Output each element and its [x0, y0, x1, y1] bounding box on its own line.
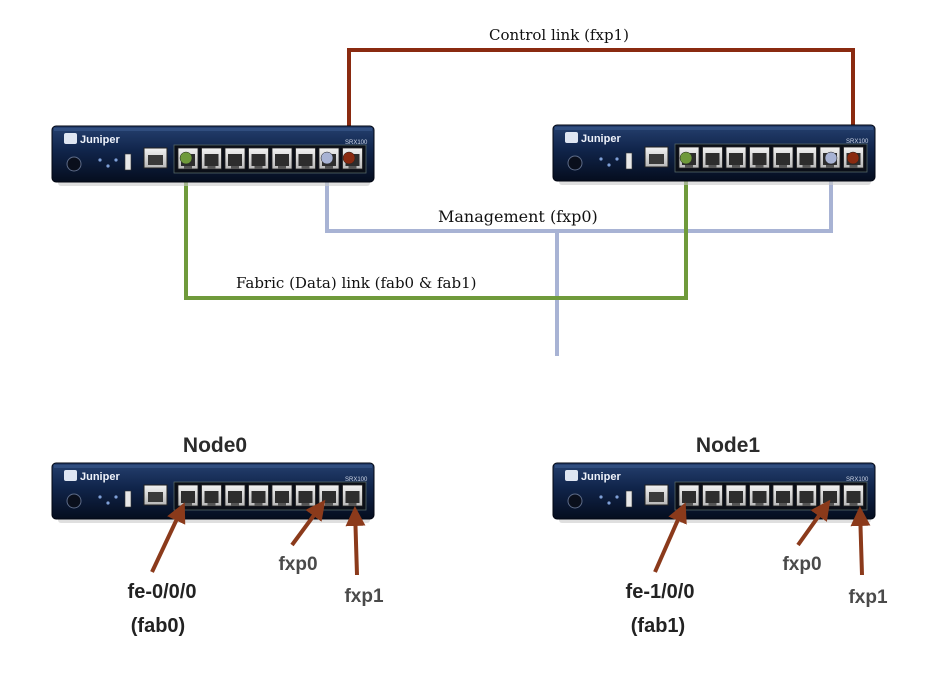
node0-fabric-port-dot — [179, 151, 193, 165]
node0-control-port-dot — [342, 151, 356, 165]
ethernet-port-icon — [271, 147, 293, 170]
fabric-link-line — [184, 158, 688, 300]
status-led-icon — [114, 495, 118, 499]
ethernet-port-icon — [271, 484, 293, 507]
ethernet-port-icon — [796, 484, 817, 507]
power-button-icon — [66, 156, 82, 172]
node1-management-port-dot — [824, 151, 838, 165]
ethernet-port-icon — [819, 484, 841, 507]
ethernet-port-icon — [177, 484, 199, 507]
node1-fxp1-label: fxp1 — [848, 587, 888, 608]
node1-control-port-dot — [846, 151, 860, 165]
node0-fxp1-arrow — [345, 506, 366, 576]
node1-title: Node1 — [696, 434, 761, 457]
usb-port-icon — [124, 490, 132, 508]
node1-fabric-port-dot — [679, 151, 693, 165]
status-led-icon — [106, 164, 110, 168]
juniper-logo: Juniper — [565, 470, 621, 483]
juniper-logo: Juniper — [64, 133, 120, 146]
svg-text:Juniper: Juniper — [80, 134, 120, 146]
ethernet-port-icon — [796, 146, 817, 169]
model-label: SRX100 — [846, 477, 869, 483]
node0-fab-arrow — [150, 502, 186, 573]
power-button-icon — [567, 493, 583, 509]
management-link-label: Management (fxp0) — [438, 207, 598, 226]
usb-port-icon — [124, 153, 132, 171]
power-button-icon — [66, 493, 82, 509]
ethernet-port-icon — [201, 484, 222, 507]
svg-text:Juniper: Juniper — [581, 133, 621, 145]
node1-fab-arrow — [653, 502, 687, 573]
usb-port-icon — [625, 490, 633, 508]
status-led-icon — [599, 157, 603, 161]
control-link-label: Control link (fxp1) — [489, 26, 629, 44]
ethernet-port-icon — [772, 484, 794, 507]
ethernet-port-icon — [248, 484, 269, 507]
ethernet-port-icon — [772, 146, 794, 169]
ethernet-port-icon — [725, 146, 747, 169]
ethernet-port-icon — [702, 484, 723, 507]
management-link — [325, 158, 833, 356]
ethernet-port-icon — [224, 147, 246, 170]
ethernet-port-icon — [843, 484, 864, 507]
status-led-icon — [114, 158, 118, 162]
ethernet-port-icon — [678, 484, 700, 507]
ethernet-port-icon — [702, 146, 723, 169]
node0-fxp0-arrow — [290, 499, 326, 547]
node0-fxp0-label: fxp0 — [278, 554, 317, 575]
status-led-icon — [615, 157, 619, 161]
status-led-icon — [98, 495, 102, 499]
juniper-logo: Juniper — [64, 470, 120, 483]
status-led-icon — [599, 495, 603, 499]
status-led-icon — [615, 495, 619, 499]
ethernet-port-icon — [295, 484, 316, 507]
ethernet-port-icon — [342, 484, 363, 507]
svg-text:Juniper: Juniper — [80, 471, 120, 483]
status-led-icon — [98, 158, 102, 162]
model-label: SRX100 — [345, 477, 368, 483]
ethernet-port-icon — [224, 484, 246, 507]
node1-fxp1-arrow — [850, 506, 871, 576]
ethernet-port-icon — [749, 146, 770, 169]
power-button-icon — [567, 155, 583, 171]
model-label: SRX100 — [345, 140, 368, 146]
ethernet-port-icon — [248, 147, 269, 170]
usb-port-icon — [625, 152, 633, 170]
fabric-link-label: Fabric (Data) link (fab0 & fab1) — [236, 274, 476, 292]
node0-fab-port-label: fe-0/0/0 — [128, 581, 197, 603]
ethernet-port-icon — [749, 484, 770, 507]
ethernet-port-icon — [725, 484, 747, 507]
fabric-link — [184, 158, 688, 300]
management-link-line-left — [325, 158, 833, 233]
model-label: SRX100 — [846, 139, 869, 145]
status-led-icon — [106, 501, 110, 505]
juniper-logo: Juniper — [565, 132, 621, 145]
status-led-icon — [607, 501, 611, 505]
ethernet-port-icon — [201, 147, 222, 170]
node0-title: Node0 — [183, 434, 247, 457]
control-link-line — [347, 48, 855, 156]
svg-text:Juniper: Juniper — [581, 471, 621, 483]
node0-management-port-dot — [320, 151, 334, 165]
status-led-icon — [607, 163, 611, 167]
node1-fab-name-label: (fab1) — [631, 615, 685, 637]
node1-fab-port-label: fe-1/0/0 — [626, 581, 695, 603]
node1-fxp0-label: fxp0 — [782, 554, 821, 575]
node0-fxp1-label: fxp1 — [344, 586, 384, 607]
ethernet-port-icon — [295, 147, 316, 170]
control-link — [347, 48, 855, 156]
node1-fxp0-arrow — [796, 499, 831, 547]
node0-fab-name-label: (fab0) — [131, 615, 185, 637]
